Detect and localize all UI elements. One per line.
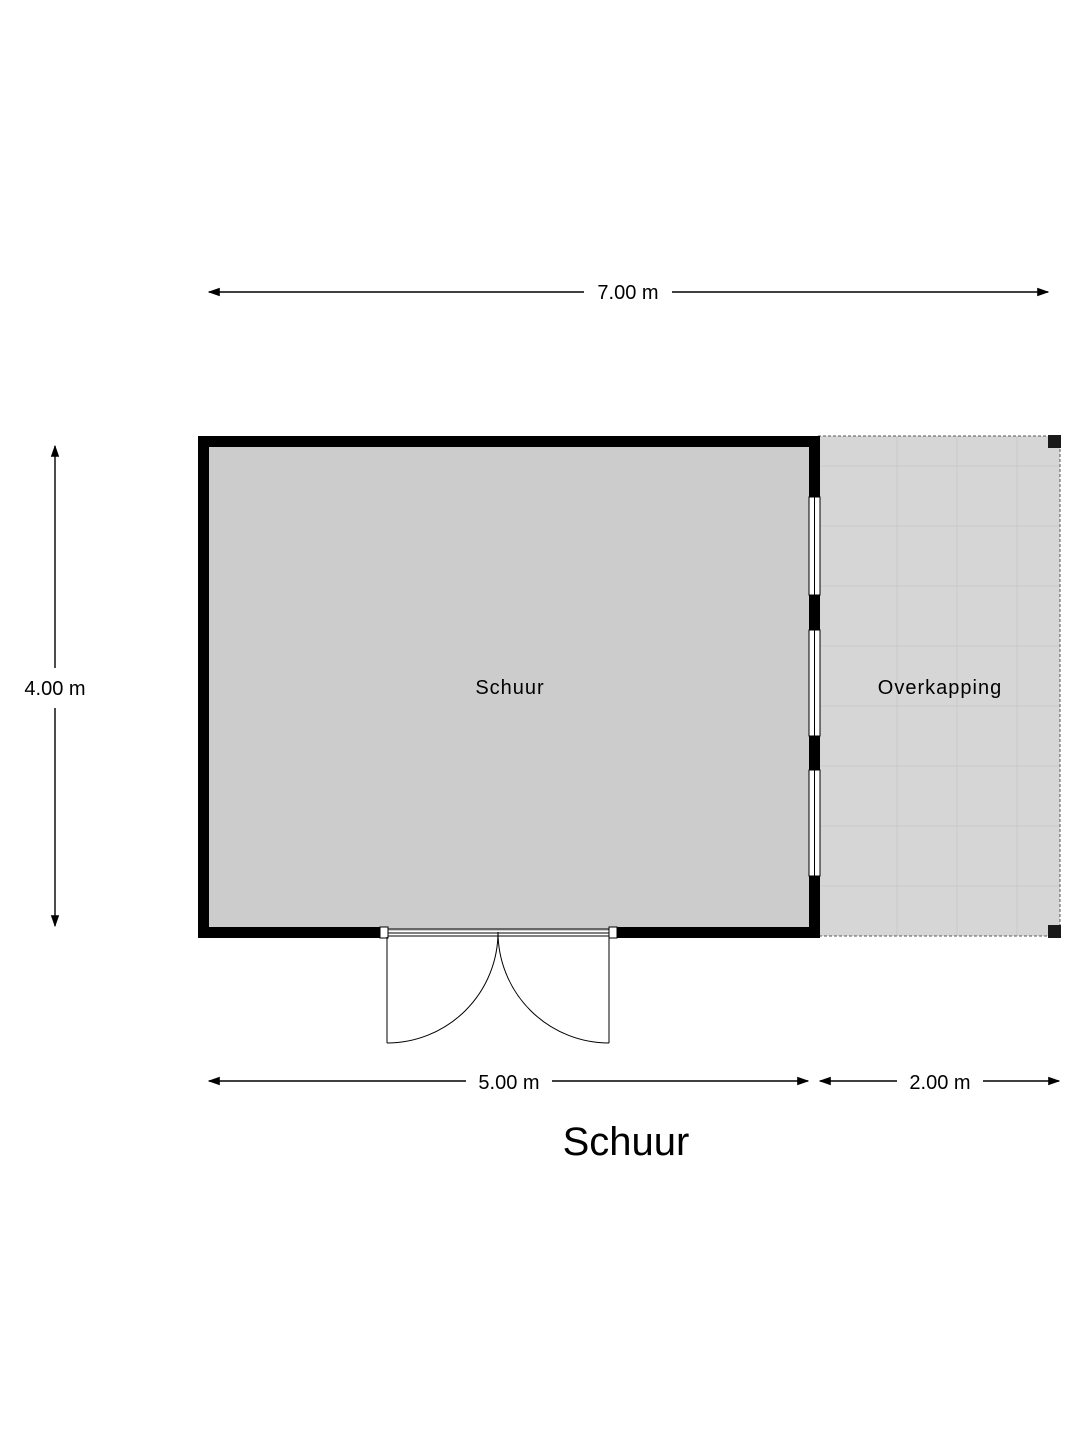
canopy-room-label: Overkapping — [878, 677, 1002, 699]
shed-floor — [204, 441, 814, 931]
dimension-lines — [50, 287, 1061, 1086]
right-wall-windows — [808, 496, 821, 877]
shed-room-label: Schuur — [475, 677, 544, 699]
canopy-area — [817, 435, 1061, 938]
shed-walls — [198, 436, 820, 938]
overall-width-label: 7.00 m — [597, 282, 658, 304]
overall-depth-label: 4.00 m — [24, 678, 85, 700]
canopy-post-bottom — [1048, 925, 1061, 938]
canopy-width-label: 2.00 m — [909, 1072, 970, 1094]
canopy-floor — [818, 436, 1060, 936]
canopy-post-top — [1048, 435, 1061, 448]
canopy-outline — [817, 435, 1061, 937]
shed-width-label: 5.00 m — [478, 1072, 539, 1094]
double-door — [379, 926, 618, 1044]
plan-title: Schuur — [563, 1120, 690, 1164]
canopy-tile-grid — [818, 436, 1060, 936]
shed-room — [198, 436, 821, 1044]
